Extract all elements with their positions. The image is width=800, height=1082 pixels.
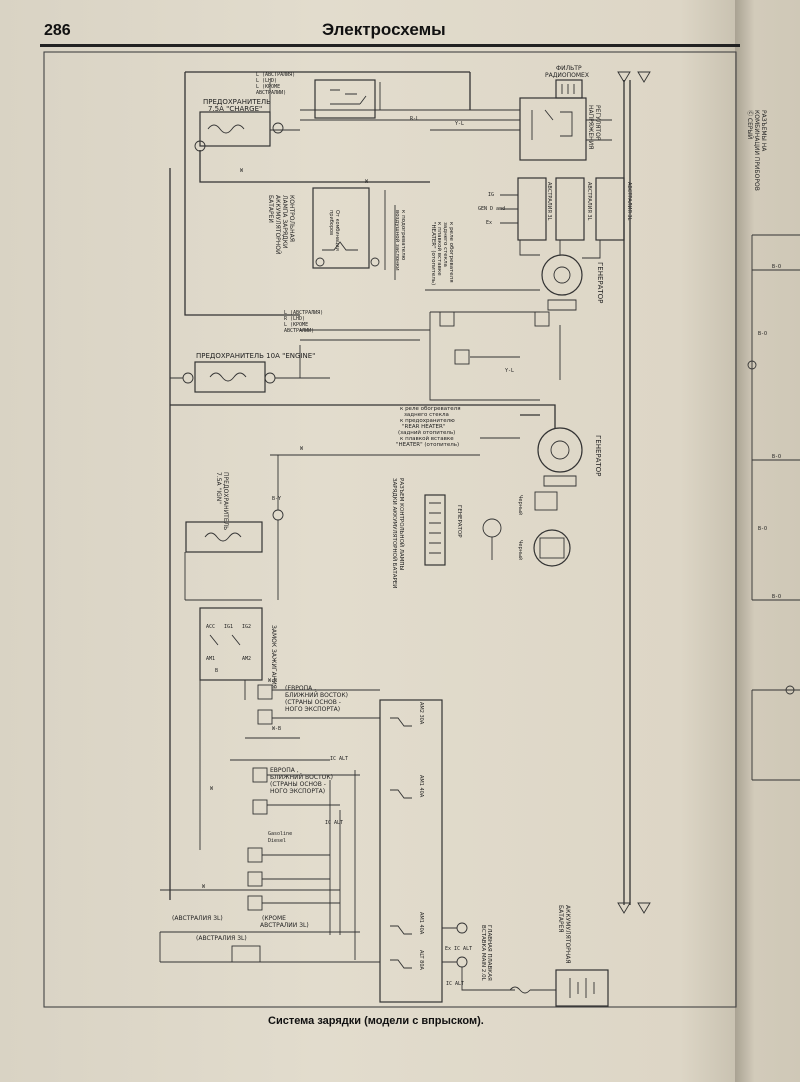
svg-text:ПРЕДОХРАНИТЕЛЬ7.5A "CHARGE": ПРЕДОХРАНИТЕЛЬ7.5A "CHARGE" (203, 98, 271, 113)
diagram-frame (43, 51, 737, 1008)
book-spine-next-page (735, 0, 800, 1082)
svg-text:(ЕВРОПА ,БЛИЖНИЙ ВОСТОК)(СТРАН: (ЕВРОПА ,БЛИЖНИЙ ВОСТОК)(СТРАНЫ ОСНОВ -Н… (285, 685, 348, 713)
svg-text:РАЗЪЕМ КОНТРОЛЬНОЙ ЛАМПЫЗАРЯДК: РАЗЪЕМ КОНТРОЛЬНОЙ ЛАМПЫЗАРЯДКИ АККУМУЛЯ… (391, 478, 405, 588)
svg-text:ALT 80A: ALT 80A (418, 950, 424, 971)
voltage-regulator: РЕГУЛЯТОРНАПРЯЖЕНИЯ (519, 97, 612, 161)
fuse-engine: ПРЕДОХРАНИТЕЛЬ 10A "ENGINE" (182, 352, 315, 393)
svg-text:ГЕНЕРАТОР: ГЕНЕРАТОР (456, 505, 462, 538)
figure-caption: Система зарядки (модели с впрыском). (268, 1015, 484, 1027)
svg-text:к реле обогревателязаднего сте: к реле обогревателязаднего стеклак плавк… (430, 222, 454, 285)
svg-text:АВСТРАЛИЯ 3L: АВСТРАЛИЯ 3L (546, 182, 552, 221)
svg-text:АВСТРАЛИЯ 3L: АВСТРАЛИЯ 3L (586, 182, 592, 221)
svg-text:ГЛАВНАЯ ПЛАВКАЯВСТАВКА MAIN 2.: ГЛАВНАЯ ПЛАВКАЯВСТАВКА MAIN 2.0L (480, 925, 492, 982)
svg-text:к реле обогревателязаднего сте: к реле обогревателязаднего стеклак предо… (396, 406, 461, 448)
svg-text:РЕГУЛЯТОРНАПРЯЖЕНИЯ: РЕГУЛЯТОРНАПРЯЖЕНИЯ (587, 105, 601, 149)
svg-text:(АВСТРАЛИЯ 3L): (АВСТРАЛИЯ 3L) (196, 935, 247, 942)
lamp-connector: РАЗЪЕМ КОНТРОЛЬНОЙ ЛАМПЫЗАРЯДКИ АККУМУЛЯ… (391, 478, 462, 588)
svg-text:От комбинацииприборов: От комбинацииприборов (328, 210, 340, 251)
connector-black-2 (533, 529, 571, 567)
svg-text:ГЕНЕРАТОР: ГЕНЕРАТОР (596, 262, 604, 303)
svg-text:ПРЕДОХРАНИТЕЛЬ7.5A "IGN": ПРЕДОХРАНИТЕЛЬ7.5A "IGN" (215, 472, 229, 530)
svg-text:ЗАМОК ЗАЖИГАНИЯ: ЗАМОК ЗАЖИГАНИЯ (270, 625, 277, 689)
svg-text:РАЗЪЕМЫ НАКОМБИНАЦИИ ПРИБОРОВⒸ: РАЗЪЕМЫ НАКОМБИНАЦИИ ПРИБОРОВⒸ СЕРЫЙ (746, 110, 767, 191)
svg-text:B-OB-OB-OB-OB-O: B-OB-OB-OB-OB-O (758, 264, 781, 600)
svg-text:АВСТРАЛИЯ 3L: АВСТРАЛИЯ 3L (626, 182, 632, 221)
ring-terminal (482, 518, 502, 538)
header-rule (40, 44, 740, 47)
svg-text:(АВСТРАЛИЯ 3L): (АВСТРАЛИЯ 3L) (172, 915, 223, 922)
section-title: Электросхемы (322, 20, 446, 39)
svg-text:КОНТРОЛЬНАЯЛАМПА ЗАРЯДКИАККУМУ: КОНТРОЛЬНАЯЛАМПА ЗАРЯДКИАККУМУЛЯТОРНОЙБА… (267, 195, 295, 255)
svg-text:AM2 30A: AM2 30A (418, 702, 424, 725)
regulator-block-3 (595, 177, 625, 241)
generator-top: ГЕНЕРАТОР (541, 254, 604, 311)
page-number: 286 (44, 22, 71, 39)
svg-text:Черный: Черный (517, 495, 524, 515)
battery: АККУМУЛЯТОРНАЯБАТАРЕЯ (555, 905, 609, 1007)
svg-text:ПРЕДОХРАНИТЕЛЬ 10A "ENGINE": ПРЕДОХРАНИТЕЛЬ 10A "ENGINE" (196, 352, 315, 360)
generator-bottom: ГЕНЕРАТОР (537, 427, 602, 487)
connector-black-1 (534, 491, 558, 511)
relay-top (314, 79, 376, 119)
charge-lamp: КОНТРОЛЬНАЯЛАМПА ЗАРЯДКИАККУМУЛЯТОРНОЙБА… (267, 187, 380, 269)
svg-text:Черный: Черный (517, 540, 524, 560)
svg-text:ЕВРОПА ,БЛИЖНИЙ ВОСТОК)(СТРАНЫ: ЕВРОПА ,БЛИЖНИЙ ВОСТОК)(СТРАНЫ ОСНОВ -НО… (270, 767, 333, 795)
svg-text:АККУМУЛЯТОРНАЯБАТАРЕЯ: АККУМУЛЯТОРНАЯБАТАРЕЯ (557, 905, 571, 964)
svg-text:ГЕНЕРАТОР: ГЕНЕРАТОР (594, 435, 602, 476)
fusible-link-block (379, 699, 443, 1003)
fuse-ign: ПРЕДОХРАНИТЕЛЬ7.5A "IGN" (185, 472, 284, 553)
svg-text:AM1 40A: AM1 40A (418, 775, 424, 798)
regulator-block-2 (555, 177, 585, 241)
regulator-block-1 (517, 177, 547, 241)
svg-text:к подогревателювоздушной засло: к подогревателювоздушной заслонки (394, 210, 406, 271)
svg-text:AM1 40A: AM1 40A (418, 912, 424, 935)
